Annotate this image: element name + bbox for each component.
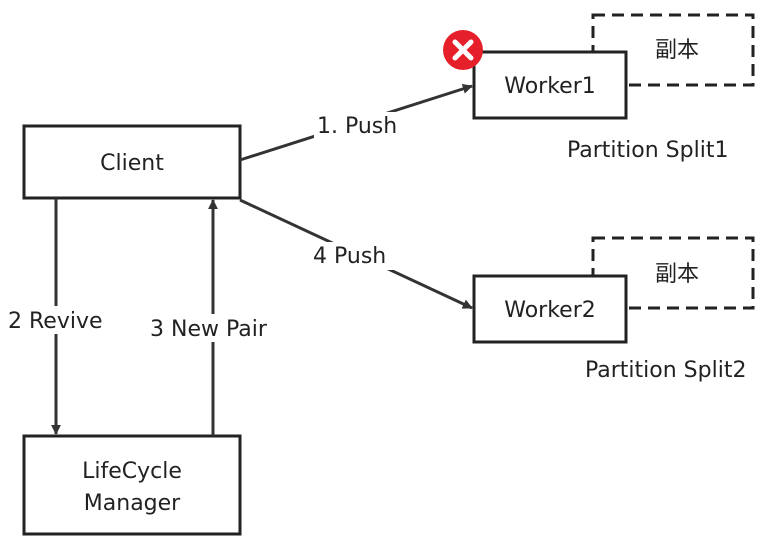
error-x-icon bbox=[443, 30, 483, 70]
revive-label: 2 Revive bbox=[8, 309, 103, 334]
client-box bbox=[22, 124, 242, 200]
push4-label-bg bbox=[310, 242, 400, 270]
push1-label-bg bbox=[314, 112, 404, 140]
lifecycle-manager-label-line2: Manager bbox=[84, 491, 181, 516]
replica1-label: 副本 bbox=[655, 38, 699, 63]
worker1-label: Worker1 bbox=[504, 74, 596, 99]
push1-label: 1. Push bbox=[317, 114, 397, 139]
partition-split2-label: Partition Split2 bbox=[585, 358, 746, 383]
worker2-box bbox=[472, 274, 628, 344]
revive-label-bg bbox=[6, 306, 112, 334]
replica2-box bbox=[591, 236, 755, 310]
new-pair-label-bg bbox=[148, 314, 284, 342]
push4-label: 4 Push bbox=[313, 244, 386, 269]
replica2-label: 副本 bbox=[655, 262, 699, 287]
lifecycle-manager-box bbox=[22, 434, 242, 536]
new-pair-label: 3 New Pair bbox=[150, 317, 268, 342]
partition-split1-label: Partition Split1 bbox=[567, 138, 728, 163]
client-label: Client bbox=[100, 151, 164, 176]
worker1-box bbox=[472, 50, 628, 120]
worker2-label: Worker2 bbox=[504, 298, 596, 323]
replica1-box bbox=[591, 13, 755, 87]
lifecycle-manager-label-line1: LifeCycle bbox=[82, 459, 182, 484]
